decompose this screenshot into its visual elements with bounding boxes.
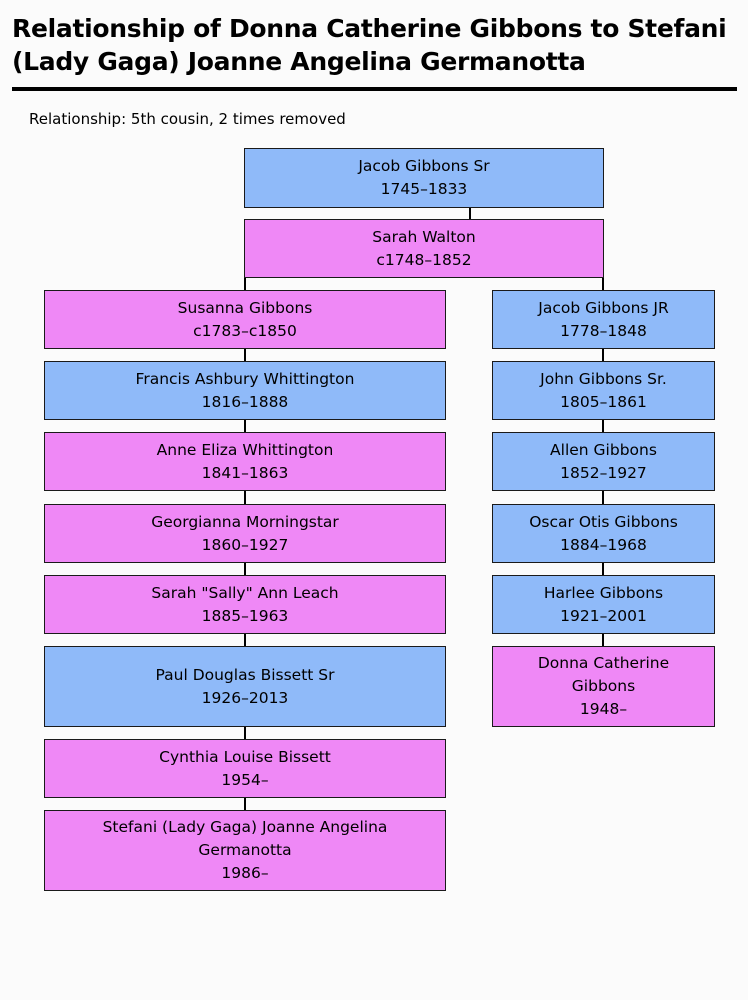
person-node-susanna-gibbons[interactable]: Susanna Gibbons c1783–c1850 — [44, 290, 446, 349]
person-dates: 1926–2013 — [201, 688, 289, 707]
person-dates: c1748–1852 — [376, 250, 472, 269]
person-name: Jacob Gibbons Sr — [358, 157, 490, 175]
connector-to-left-branch — [244, 276, 246, 291]
person-name: Stefani (Lady Gaga) Joanne Angelina Germ… — [102, 818, 388, 859]
person-dates: 1745–1833 — [380, 180, 468, 198]
person-node-paul-douglas-bissett-sr[interactable]: Paul Douglas Bissett Sr 1926–2013 — [44, 646, 446, 727]
connector-right-5 — [602, 633, 604, 647]
connector-right-1 — [602, 348, 604, 362]
person-name: Paul Douglas Bissett Sr — [155, 665, 335, 684]
person-dates: 1860–1927 — [201, 535, 289, 554]
person-dates: 1778–1848 — [560, 321, 647, 340]
person-dates: 1954– — [221, 770, 269, 789]
person-node-anne-eliza-whittington[interactable]: Anne Eliza Whittington 1841–1863 — [44, 432, 446, 491]
person-node-donna-catherine-gibbons[interactable]: Donna Catherine Gibbons 1948– — [492, 646, 715, 727]
person-name: John Gibbons Sr. — [540, 369, 667, 388]
person-name: Anne Eliza Whittington — [156, 440, 334, 459]
person-dates: 1986– — [221, 864, 269, 882]
person-dates: 1948– — [579, 700, 628, 718]
connector-right-2 — [602, 419, 604, 433]
connector-left-5 — [244, 633, 246, 647]
person-node-cynthia-louise-bissett[interactable]: Cynthia Louise Bissett 1954– — [44, 739, 446, 798]
connector-jacob-sarah — [469, 207, 471, 220]
person-name: Francis Ashbury Whittington — [135, 369, 355, 388]
connector-left-1 — [244, 348, 246, 362]
person-name: Sarah Walton — [372, 227, 476, 246]
person-dates: 1884–1968 — [560, 535, 647, 554]
person-node-sarah-walton[interactable]: Sarah Walton c1748–1852 — [244, 219, 604, 278]
page-title: Relationship of Donna Catherine Gibbons … — [12, 14, 727, 76]
person-name: Susanna Gibbons — [177, 298, 313, 317]
connector-left-3 — [244, 490, 246, 505]
person-name: Sarah "Sally" Ann Leach — [151, 583, 339, 602]
connector-left-6 — [244, 726, 246, 740]
person-name: Allen Gibbons — [550, 440, 657, 459]
person-dates: 1885–1963 — [201, 606, 289, 625]
person-name: Cynthia Louise Bissett — [159, 747, 331, 766]
connector-to-right-branch — [602, 276, 604, 291]
person-dates: 1841–1863 — [201, 463, 289, 482]
person-node-john-gibbons-sr[interactable]: John Gibbons Sr. 1805–1861 — [492, 361, 715, 420]
person-node-stefani-germanotta[interactable]: Stefani (Lady Gaga) Joanne Angelina Germ… — [44, 810, 446, 891]
person-node-jacob-gibbons-sr[interactable]: Jacob Gibbons Sr 1745–1833 — [244, 148, 604, 208]
person-name: Georgianna Morningstar — [151, 512, 339, 531]
person-node-oscar-otis-gibbons[interactable]: Oscar Otis Gibbons 1884–1968 — [492, 504, 715, 563]
connector-left-4 — [244, 562, 246, 576]
connector-right-4 — [602, 562, 604, 576]
person-name: Harlee Gibbons — [543, 583, 664, 602]
title-underline — [12, 87, 737, 91]
person-dates: 1921–2001 — [560, 606, 647, 625]
relationship-summary: Relationship: 5th cousin, 2 times remove… — [29, 110, 346, 128]
person-name: Donna Catherine Gibbons — [537, 654, 670, 695]
connector-right-3 — [602, 490, 604, 505]
person-dates: 1805–1861 — [560, 392, 647, 411]
person-dates: 1816–1888 — [201, 392, 289, 411]
person-dates: c1783–c1850 — [193, 321, 297, 340]
person-dates: 1852–1927 — [560, 463, 647, 482]
person-node-jacob-gibbons-jr[interactable]: Jacob Gibbons JR 1778–1848 — [492, 290, 715, 349]
person-node-georgianna-morningstar[interactable]: Georgianna Morningstar 1860–1927 — [44, 504, 446, 563]
person-node-francis-ashbury-whittington[interactable]: Francis Ashbury Whittington 1816–1888 — [44, 361, 446, 420]
person-name: Oscar Otis Gibbons — [529, 512, 678, 531]
person-node-harlee-gibbons[interactable]: Harlee Gibbons 1921–2001 — [492, 575, 715, 634]
person-node-allen-gibbons[interactable]: Allen Gibbons 1852–1927 — [492, 432, 715, 491]
person-name: Jacob Gibbons JR — [538, 298, 669, 317]
connector-left-7 — [244, 797, 246, 811]
person-node-sarah-sally-ann-leach[interactable]: Sarah "Sally" Ann Leach 1885–1963 — [44, 575, 446, 634]
connector-left-2 — [244, 419, 246, 433]
